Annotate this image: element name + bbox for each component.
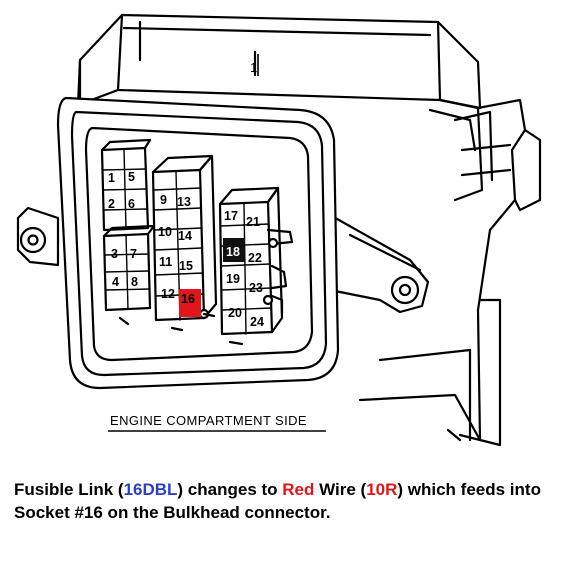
- engine-compartment-side-label: ENGINE COMPARTMENT SIDE: [110, 413, 307, 428]
- pin-labels: 1 5 2 6 3 7 4 8 9 13 10 14 11 15 12 16 1…: [108, 170, 264, 329]
- pin-10-label: 10: [158, 225, 172, 239]
- wire-code: 10R: [366, 480, 398, 499]
- pin-21-label: 21: [246, 215, 260, 229]
- pin-1-label: 1: [108, 171, 115, 185]
- pin-22-label: 22: [248, 251, 262, 265]
- pin-20-label: 20: [228, 306, 242, 320]
- caption-part-3: Wire (: [314, 480, 367, 499]
- socket-16-highlight: [179, 289, 201, 317]
- pin-blocks: [100, 138, 294, 346]
- fusible-link-code: 16DBL: [123, 480, 178, 499]
- pin-16-label: 16: [181, 292, 195, 306]
- caption-part-2: ) changes to: [177, 480, 283, 499]
- pin-6-label: 6: [128, 197, 135, 211]
- pin-3-label: 3: [111, 247, 118, 261]
- pin-23-label: 23: [249, 281, 263, 295]
- part-number-label: 1: [250, 60, 258, 75]
- caption-text: Fusible Link (16DBL) changes to Red Wire…: [14, 478, 554, 524]
- pin-7-label: 7: [130, 247, 137, 261]
- pin-14-label: 14: [178, 229, 192, 243]
- wire-color-word: Red: [282, 480, 315, 499]
- pin-15-label: 15: [179, 259, 193, 273]
- pin-13-label: 13: [177, 195, 191, 209]
- pin-9-label: 9: [160, 193, 167, 207]
- pin-24-label: 24: [250, 315, 264, 329]
- pin-12-label: 12: [161, 287, 175, 301]
- pin-18-label: 18: [226, 245, 240, 259]
- pin-5-label: 5: [128, 170, 135, 184]
- pin-2-label: 2: [108, 197, 115, 211]
- pin-19-label: 19: [226, 272, 240, 286]
- caption-part-1: Fusible Link (: [14, 480, 124, 499]
- connector-housing: [16, 13, 542, 447]
- pin-4-label: 4: [112, 275, 119, 289]
- pin-8-label: 8: [131, 275, 138, 289]
- socket-18-highlight: [223, 238, 245, 262]
- caption-part-4: ) which feeds into Socket #16 on the Bul…: [14, 480, 541, 522]
- pin-11-label: 11: [159, 255, 172, 269]
- pin-17-label: 17: [224, 209, 238, 223]
